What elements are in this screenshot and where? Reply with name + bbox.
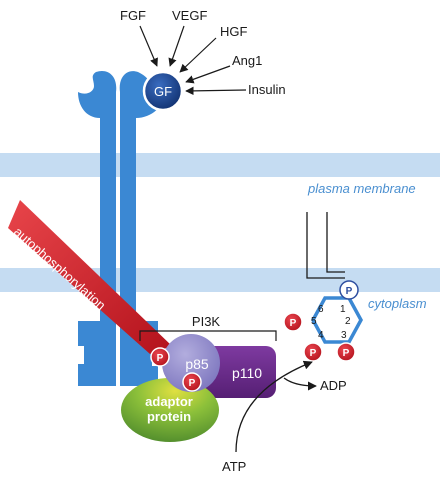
atp-arrow (235, 360, 313, 453)
p110-label: p110 (232, 365, 262, 381)
phosphate-ring-5: P (283, 312, 303, 332)
pi3k-label: PI3K (192, 314, 221, 329)
adp-arrow (283, 377, 317, 391)
p85-subunit (162, 334, 220, 392)
p110-subunit (204, 346, 276, 398)
arrow-vegf (168, 25, 185, 67)
svg-text:P: P (290, 318, 297, 329)
phosphate-ring-4: P (303, 342, 323, 362)
ring-number-4: 4 (318, 330, 324, 341)
receptor-right-lobe (119, 71, 166, 155)
receptor-left-kinase (78, 321, 116, 386)
svg-text:P: P (343, 348, 350, 359)
ring-number-5: 5 (311, 316, 317, 327)
lipid-tails (306, 212, 345, 279)
growth-factor (142, 70, 184, 112)
gf-ang1-label: Ang1 (232, 53, 262, 68)
p85-label: p85 (185, 356, 209, 372)
receptor-left-lobe (78, 70, 117, 155)
plasma-membrane-label: plasma membrane (307, 181, 416, 196)
cytoplasm-label: cytoplasm (368, 296, 427, 311)
gf-label: GF (154, 84, 172, 99)
svg-text:P: P (310, 348, 317, 359)
adaptor-label-line2: protein (147, 409, 191, 424)
autophosphorylation-arrow (8, 200, 172, 354)
adaptor-protein (121, 378, 219, 442)
arrow-insulin (185, 86, 247, 96)
adaptor-label-line1: adaptor (145, 394, 193, 409)
arrow-ang1 (185, 65, 231, 84)
gf-insulin-label: Insulin (248, 82, 286, 97)
receptor-right-stalk (120, 150, 136, 330)
pi3k-bracket (139, 330, 277, 341)
phosphate-p85: P (182, 372, 202, 392)
ring-number-3: 3 (341, 330, 347, 341)
gf-fgf-label: FGF (120, 8, 146, 23)
atp-label: ATP (222, 459, 246, 474)
svg-text:P: P (157, 353, 164, 364)
phosphate-headgroup: P (339, 280, 359, 300)
svg-text:P: P (346, 286, 353, 297)
arrow-fgf (139, 25, 158, 67)
ring-number-1: 1 (340, 304, 346, 315)
adp-label: ADP (320, 378, 347, 393)
svg-text:P: P (189, 378, 196, 389)
phosphate-ring-3: P (336, 342, 356, 362)
ring-number-2: 2 (345, 316, 351, 327)
gf-vegf-label: VEGF (172, 8, 207, 23)
plasma-membrane-band (0, 153, 440, 177)
gf-hgf-label: HGF (220, 24, 248, 39)
ring-number-6: 6 (318, 304, 324, 315)
phosphate-receptor: P (150, 347, 170, 367)
arrow-hgf (179, 37, 217, 73)
